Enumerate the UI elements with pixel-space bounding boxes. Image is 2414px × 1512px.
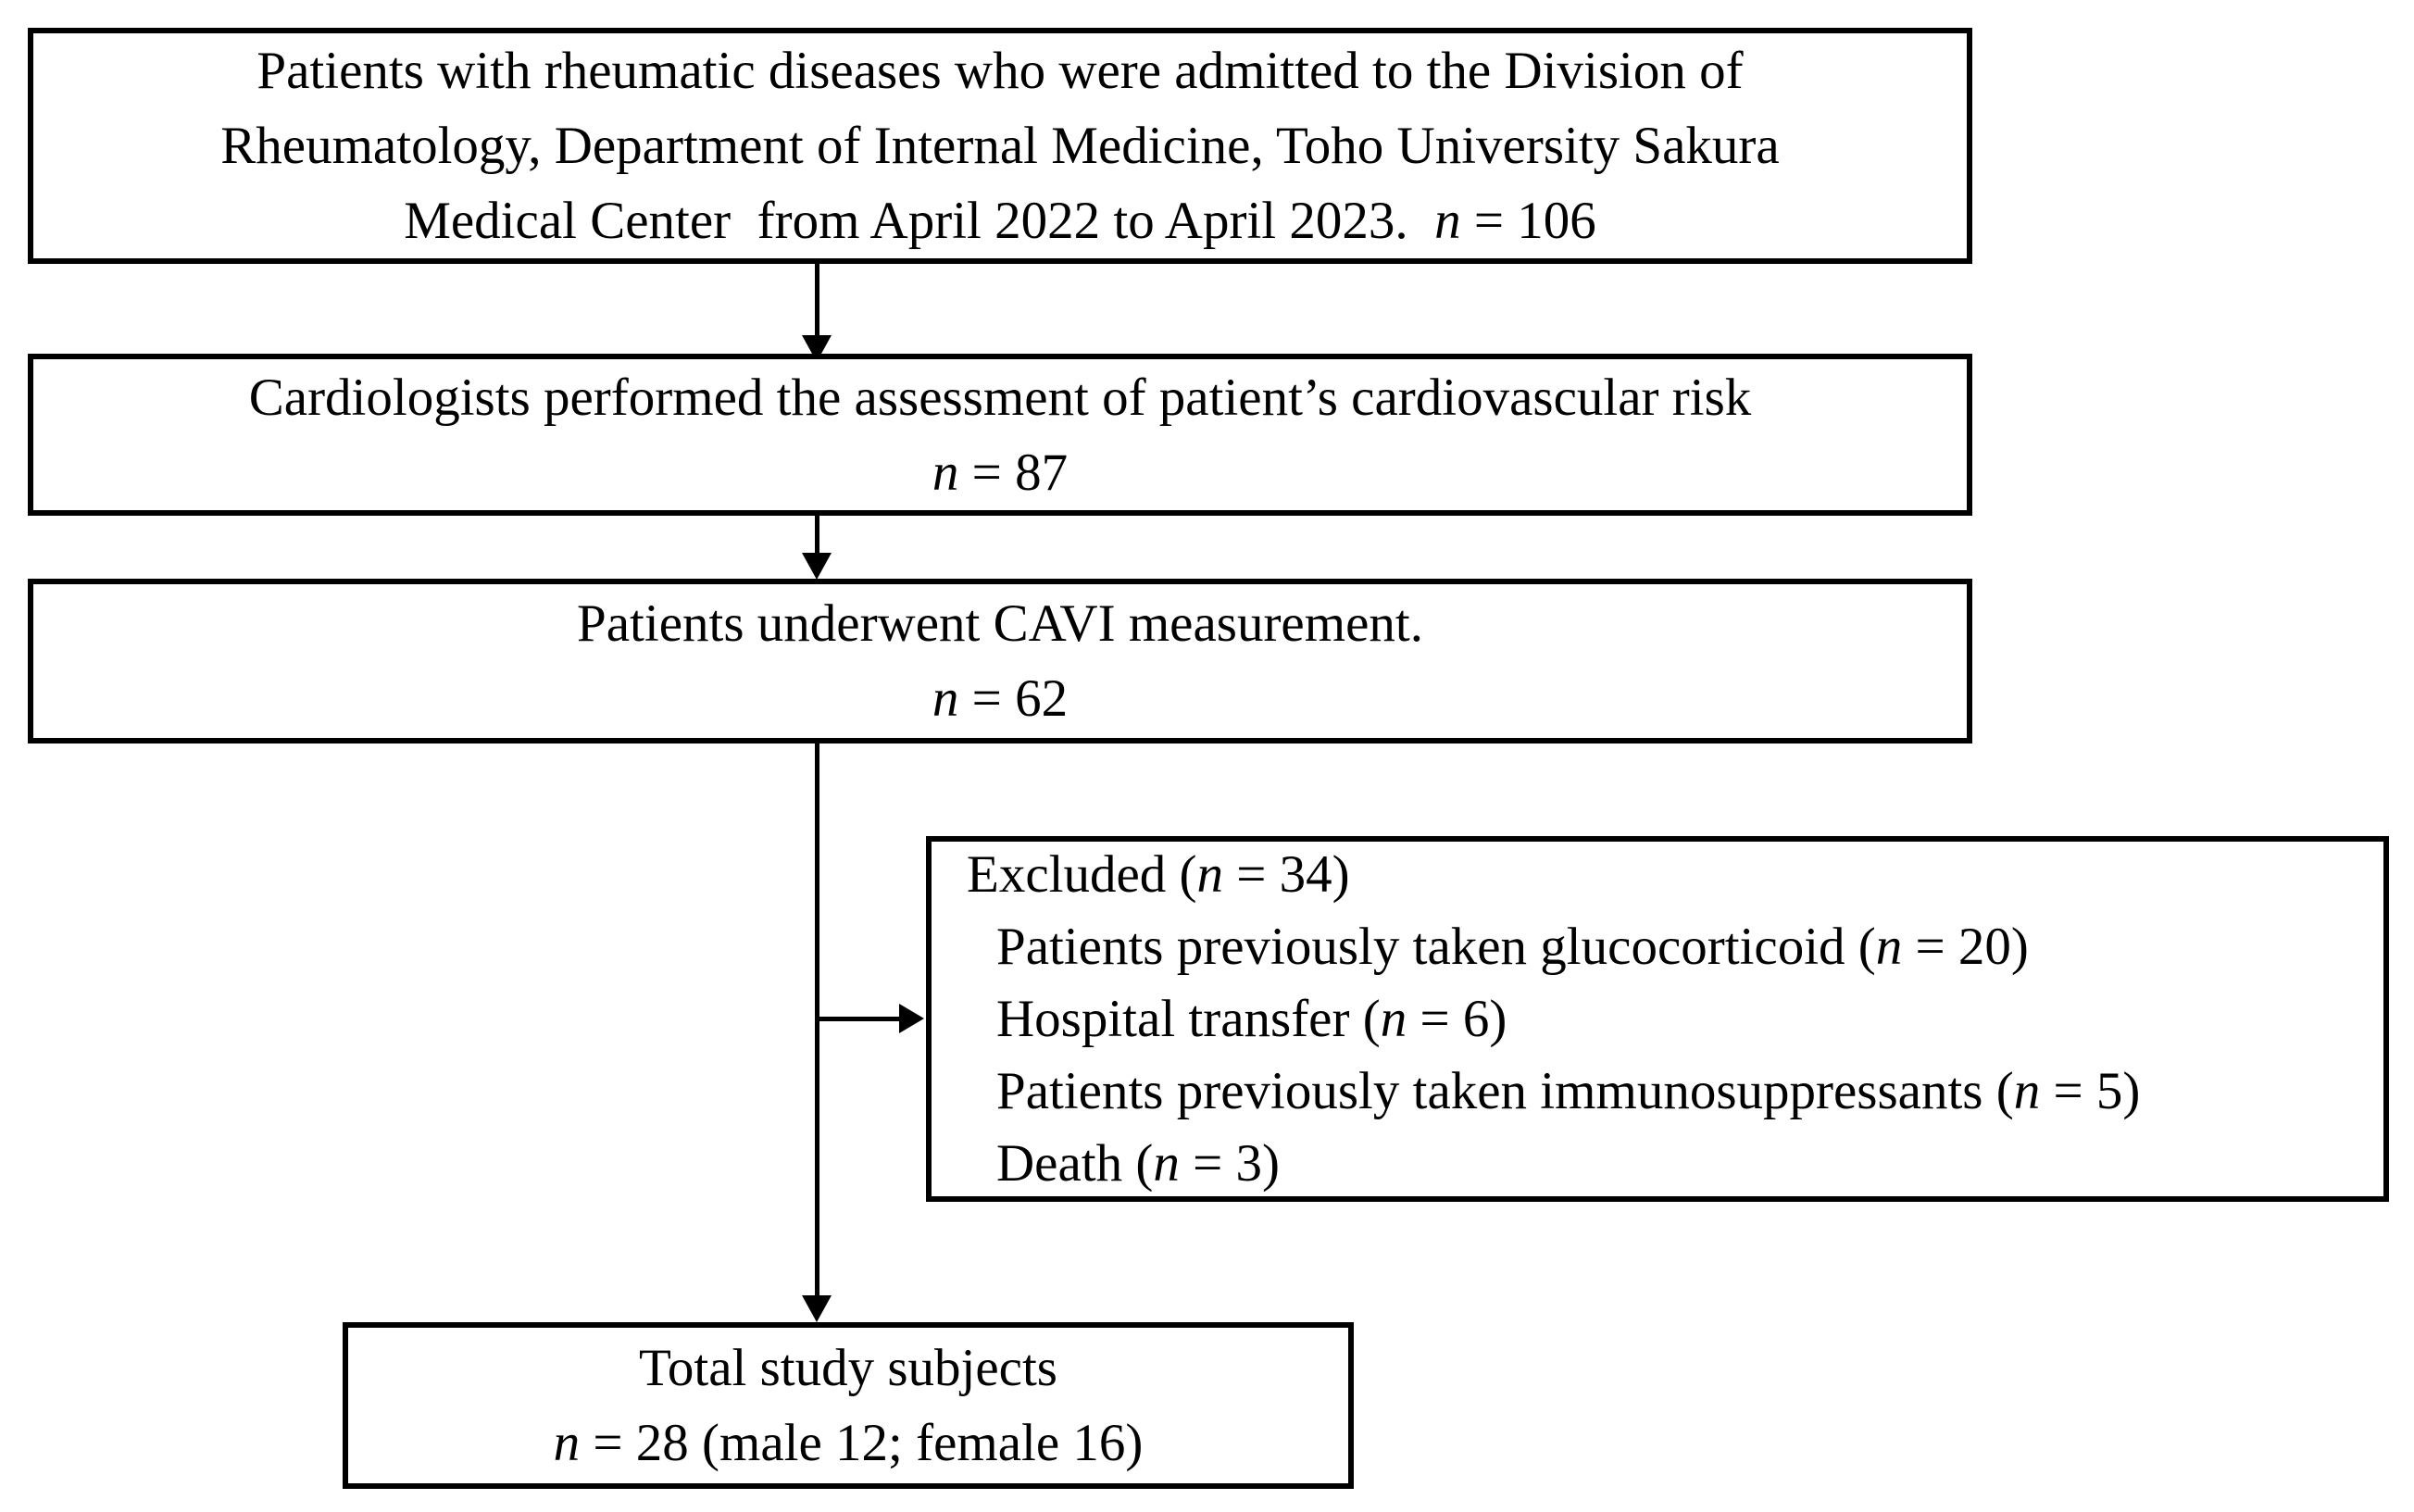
box-excluded-line-1: Excluded (n = 34) (967, 844, 1350, 904)
arrowhead-down-icon (802, 553, 832, 580)
arrowhead-right-icon (899, 1004, 924, 1033)
box-cavi-line-1: Patients underwent CAVI measurement. (577, 594, 1423, 653)
box-assessment-line-2: n = 87 (932, 443, 1069, 502)
box-cavi-line-2: n = 62 (932, 669, 1069, 728)
box-excluded-line-4: Patients previously taken immunosuppress… (996, 1061, 2141, 1120)
box-assessment-line-1: Cardiologists performed the assessment o… (248, 368, 1752, 427)
box-excluded-line-5: Death (n = 3) (996, 1133, 1280, 1193)
box-excluded-line-2: Patients previously taken glucocorticoid… (996, 917, 2029, 976)
box-cardiovascular-assessment: Cardiologists performed the assessment o… (28, 354, 1972, 516)
box-excluded-line-3: Hospital transfer (n = 6) (996, 989, 1507, 1048)
box-admitted-line-1: Patients with rheumatic diseases who wer… (256, 42, 1744, 100)
arrow-shaft (817, 1017, 900, 1021)
box-total-line-2: n = 28 (male 12; female 16) (553, 1414, 1144, 1472)
arrow-shaft (815, 264, 819, 338)
box-total-subjects: Total study subjects n = 28 (male 12; fe… (343, 1322, 1354, 1489)
box-admitted-line-3: Medical Center from April 2022 to April … (404, 192, 1596, 250)
arrowhead-down-icon (802, 1295, 832, 1322)
box-admitted-line-2: Rheumatology, Department of Internal Med… (220, 117, 1780, 175)
arrow-shaft (815, 516, 819, 557)
box-admitted-patients: Patients with rheumatic diseases who wer… (28, 28, 1972, 264)
box-total-line-1: Total study subjects (639, 1339, 1057, 1397)
box-excluded: Excluded (n = 34) Patients previously ta… (926, 836, 2389, 1202)
box-cavi-measurement: Patients underwent CAVI measurement. n =… (28, 579, 1972, 744)
arrow-shaft (815, 744, 819, 1299)
